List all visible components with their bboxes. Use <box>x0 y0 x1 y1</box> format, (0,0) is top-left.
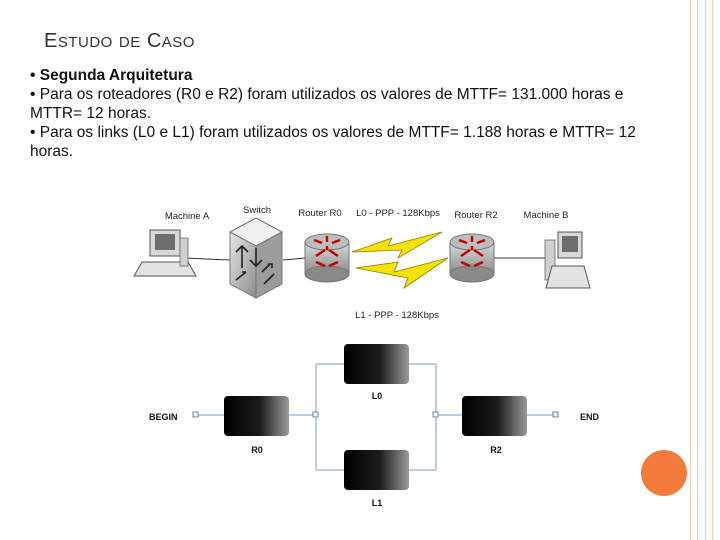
computer-icon <box>544 231 591 289</box>
router-r2-label: Router R2 <box>454 210 497 221</box>
link-l0-label: L0 - PPP - 128Kbps <box>356 208 440 219</box>
lightning-link-icon <box>351 231 449 290</box>
router-icon <box>304 233 350 283</box>
rbd-r0-label: R0 <box>251 445 263 455</box>
decorative-rail <box>705 0 706 540</box>
cable-line <box>282 257 306 261</box>
cable-line <box>182 257 231 261</box>
rbd-node <box>312 411 319 418</box>
router-r0-label: Router R0 <box>298 208 341 219</box>
decorative-rail <box>690 0 691 540</box>
switch-icon <box>228 217 284 299</box>
bullet-list: • Segunda Arquitetura • Para os roteador… <box>30 66 670 161</box>
rbd-node <box>552 411 559 418</box>
computer-icon <box>133 229 197 277</box>
rbd-begin-label: BEGIN <box>149 412 178 422</box>
rbd-l1-label: L1 <box>372 498 383 508</box>
decorative-circle <box>641 450 687 496</box>
machine-a-label: Machine A <box>165 211 210 222</box>
rbd-block-l1 <box>344 450 409 490</box>
switch-label: Switch <box>243 205 271 216</box>
rbd-r2-label: R2 <box>490 445 502 455</box>
rbd-block-r2 <box>462 396 527 436</box>
bullet-item: • Para os links (L0 e L1) foram utilizad… <box>30 124 636 160</box>
link-l1-label: L1 - PPP - 128Kbps <box>355 310 439 321</box>
machine-b-label: Machine B <box>524 210 569 221</box>
rbd-block-l0 <box>344 344 409 384</box>
rbd-end-label: END <box>580 412 600 422</box>
decorative-rail <box>712 0 713 540</box>
router-icon <box>449 233 495 283</box>
rbd-block-r0 <box>224 396 289 436</box>
page-title: ESTUDO DE CASO <box>44 30 195 52</box>
bullet-item: • Para os roteadores (R0 e R2) foram uti… <box>30 86 624 122</box>
decorative-rail <box>697 0 698 540</box>
rbd-node <box>432 411 439 418</box>
rbd-l0-label: L0 <box>372 391 383 401</box>
rbd-node <box>192 411 199 418</box>
bullet-item: • Segunda Arquitetura <box>30 67 193 84</box>
